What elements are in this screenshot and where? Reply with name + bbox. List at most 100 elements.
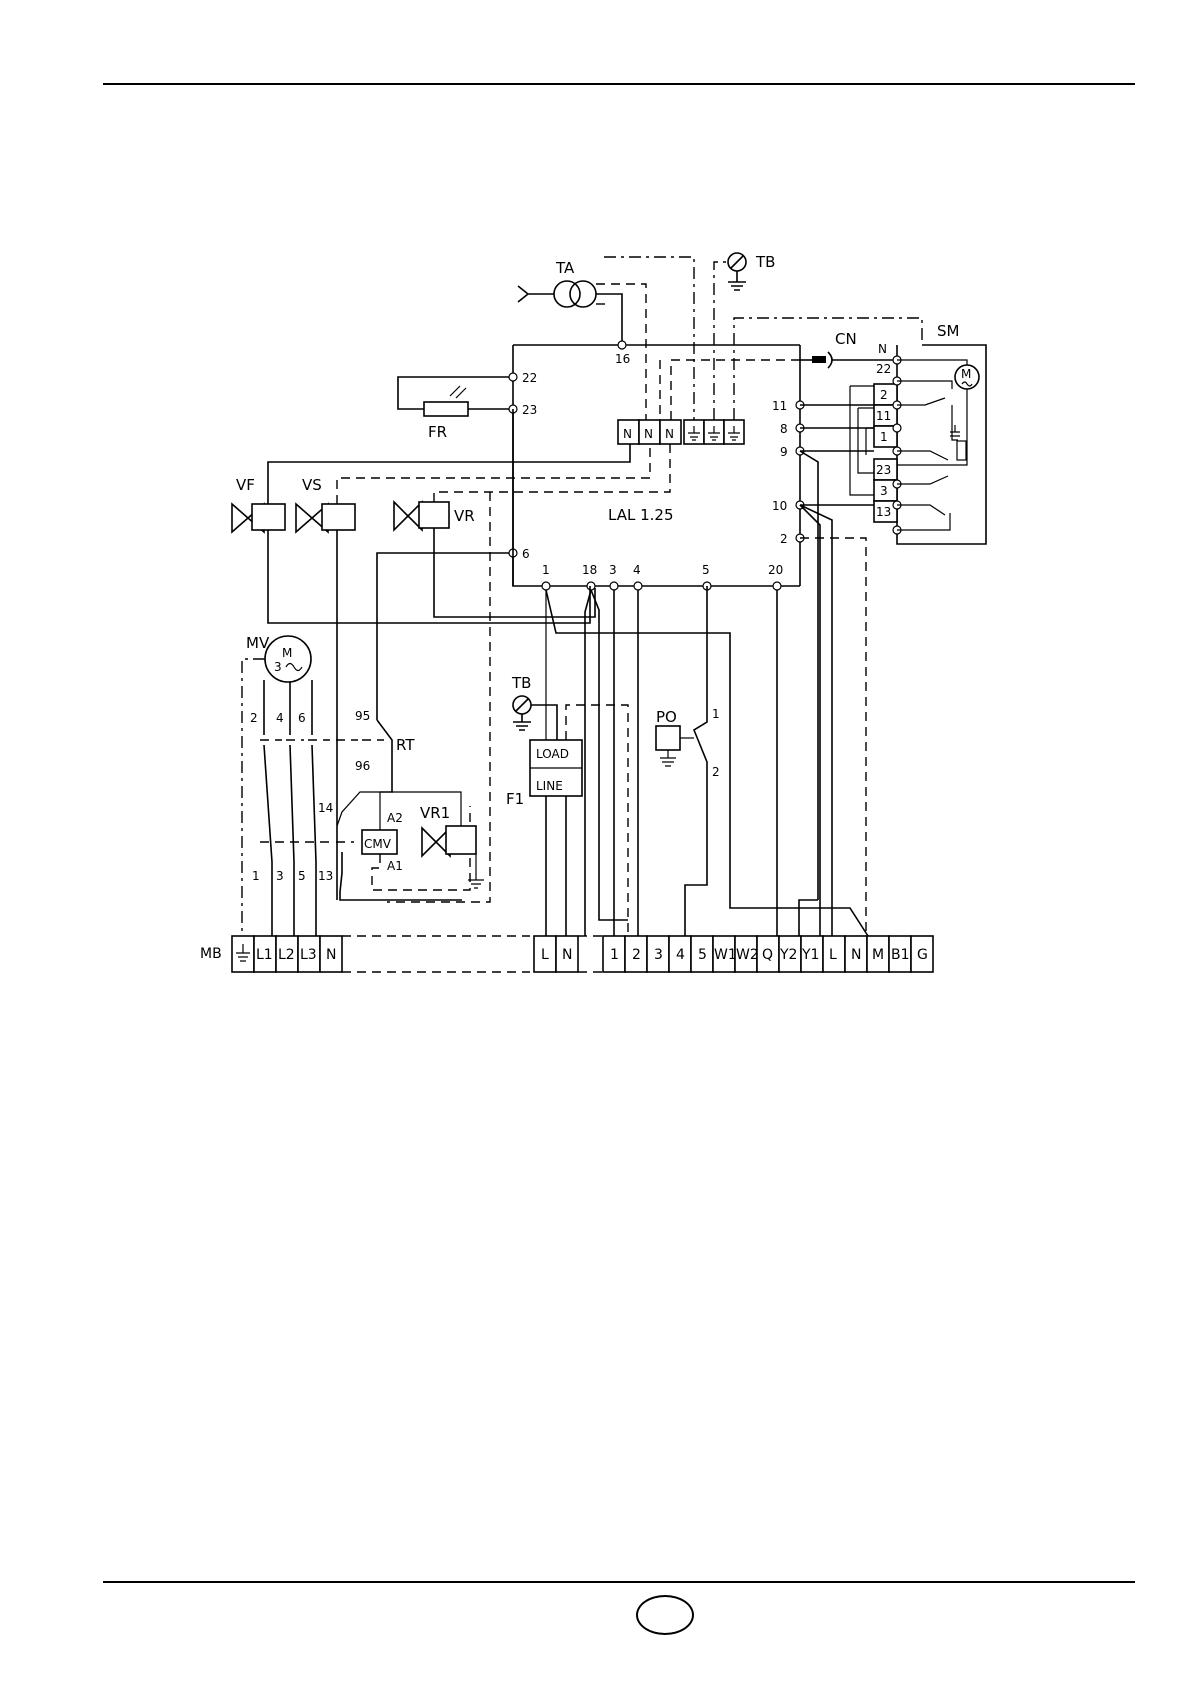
valve-vs-label: VS [302,476,322,494]
lal-terminal-b4: 4 [633,563,641,577]
servomotor-label: SM [937,322,959,340]
mb-1: 1 [610,947,619,963]
lal-terminal-23: 23 [522,403,537,417]
sm-terminal-22: 22 [876,362,891,376]
mb-2: 2 [632,947,641,963]
transformer-label: TA [555,259,575,277]
earth-tb-mid-label: TB [511,674,531,692]
control-box-label: LAL 1.25 [608,506,674,524]
motor-mv: MV M 3 [242,634,311,936]
mb-g: G [917,947,928,963]
mb-b1: B1 [891,947,910,963]
lal-terminal-9: 9 [780,445,788,459]
terminal-strip-mb: MB L1 L2 L3 N L N [200,936,933,972]
earth-tb-mid: TB [511,674,557,740]
mb-m: M [872,947,884,963]
neutral-n1: N [623,427,632,441]
valve-vf: VF [232,476,285,532]
control-box-lal: LAL 1.25 16 22 23 6 11 8 9 10 2 [509,341,804,590]
mb-5: 5 [698,947,707,963]
lal-terminal-16: 16 [615,352,630,366]
pressure-switch-1: 1 [712,707,720,721]
transformer-ta: TA [518,259,622,345]
neutral-terminal-block: N N N [618,420,681,444]
contactor-contact-2: 2 [250,711,258,725]
earth-tb-top: TB [728,253,775,290]
valve-vr1-label: VR1 [420,804,450,822]
motor-phase: 3 [274,660,282,674]
contactor-14: 14 [318,801,333,815]
sm-terminal-11: 11 [876,409,891,423]
mb-l-right: L [829,947,837,963]
fuse-line-label: LINE [536,779,563,793]
valve-vr-label: VR [454,507,475,525]
mb-y2: Y2 [779,947,797,963]
lal-terminal-11: 11 [772,399,787,413]
connector-label: CN [835,330,857,348]
fuse-label: F1 [506,790,524,808]
mb-l1: L1 [256,947,273,963]
sm-motor-symbol: M [961,367,971,381]
thermal-relay-rt: RT 95 96 [355,709,415,792]
neutral-n2: N [644,427,653,441]
contactor-contact-4: 4 [276,711,284,725]
contactor-contact-6: 6 [298,711,306,725]
relay-terminal-95: 95 [355,709,370,723]
sm-terminal-3: 3 [880,484,888,498]
mb-3: 3 [654,947,663,963]
contactor-contact-1: 1 [252,869,260,883]
motor-label: MV [246,634,270,652]
sm-terminal-n: N [878,342,887,356]
lal-terminal-2: 2 [780,532,788,546]
contactor-label: CMV [364,837,392,851]
relay-terminal-96: 96 [355,759,370,773]
servomotor-sm: SM N 22 2 11 1 23 3 13 [850,322,986,544]
mb-q: Q [762,947,773,963]
lal-terminal-b1: 1 [542,563,550,577]
mb-l-mid: L [541,947,549,963]
mb-label: MB [200,946,222,962]
contactor-contact-3: 3 [276,869,284,883]
mb-l3: L3 [300,947,317,963]
mb-4: 4 [676,947,685,963]
motor-symbol: M [282,646,292,660]
photocell-fr: FR [398,377,509,441]
contactor-a1: A1 [387,859,403,873]
lal-terminal-b5: 5 [702,563,710,577]
lal-terminal-22: 22 [522,371,537,385]
lal-terminal-b3: 3 [609,563,617,577]
contactor-contact-13: 13 [318,869,333,883]
earth-terminal-block [684,420,744,444]
contactor-contact-5: 5 [298,869,306,883]
sm-terminal-23: 23 [876,463,891,477]
valve-vs: VS [296,476,355,532]
mb-w2: W2 [736,947,759,963]
pressure-switch-label: PO [656,708,677,726]
sm-terminal-1: 1 [880,430,888,444]
sm-terminal-2: 2 [880,388,888,402]
lal-terminal-b20: 20 [768,563,783,577]
photocell-label: FR [428,423,447,441]
pressure-switch-2: 2 [712,765,720,779]
mb-l2: L2 [278,947,295,963]
mb-y1: Y1 [801,947,819,963]
valve-vf-label: VF [236,476,255,494]
lal-terminal-b18: 18 [582,563,597,577]
fuse-load-label: LOAD [536,747,569,761]
pressure-switch-po: PO 1 2 [656,586,720,936]
neutral-n3: N [665,427,674,441]
earth-tb-top-label: TB [755,253,775,271]
mb-n-mid: N [562,947,572,963]
lal-terminal-10: 10 [772,499,787,513]
relay-label: RT [396,736,415,754]
sm-terminal-13: 13 [876,505,891,519]
lal-terminal-8: 8 [780,422,788,436]
mb-w1: W1 [714,947,737,963]
contactor-a2: A2 [387,811,403,825]
valve-vr: VR [394,502,475,530]
mb-n-right: N [851,947,861,963]
fuse-f1: LOAD LINE F1 [506,590,628,936]
lal-terminal-6: 6 [522,547,530,561]
